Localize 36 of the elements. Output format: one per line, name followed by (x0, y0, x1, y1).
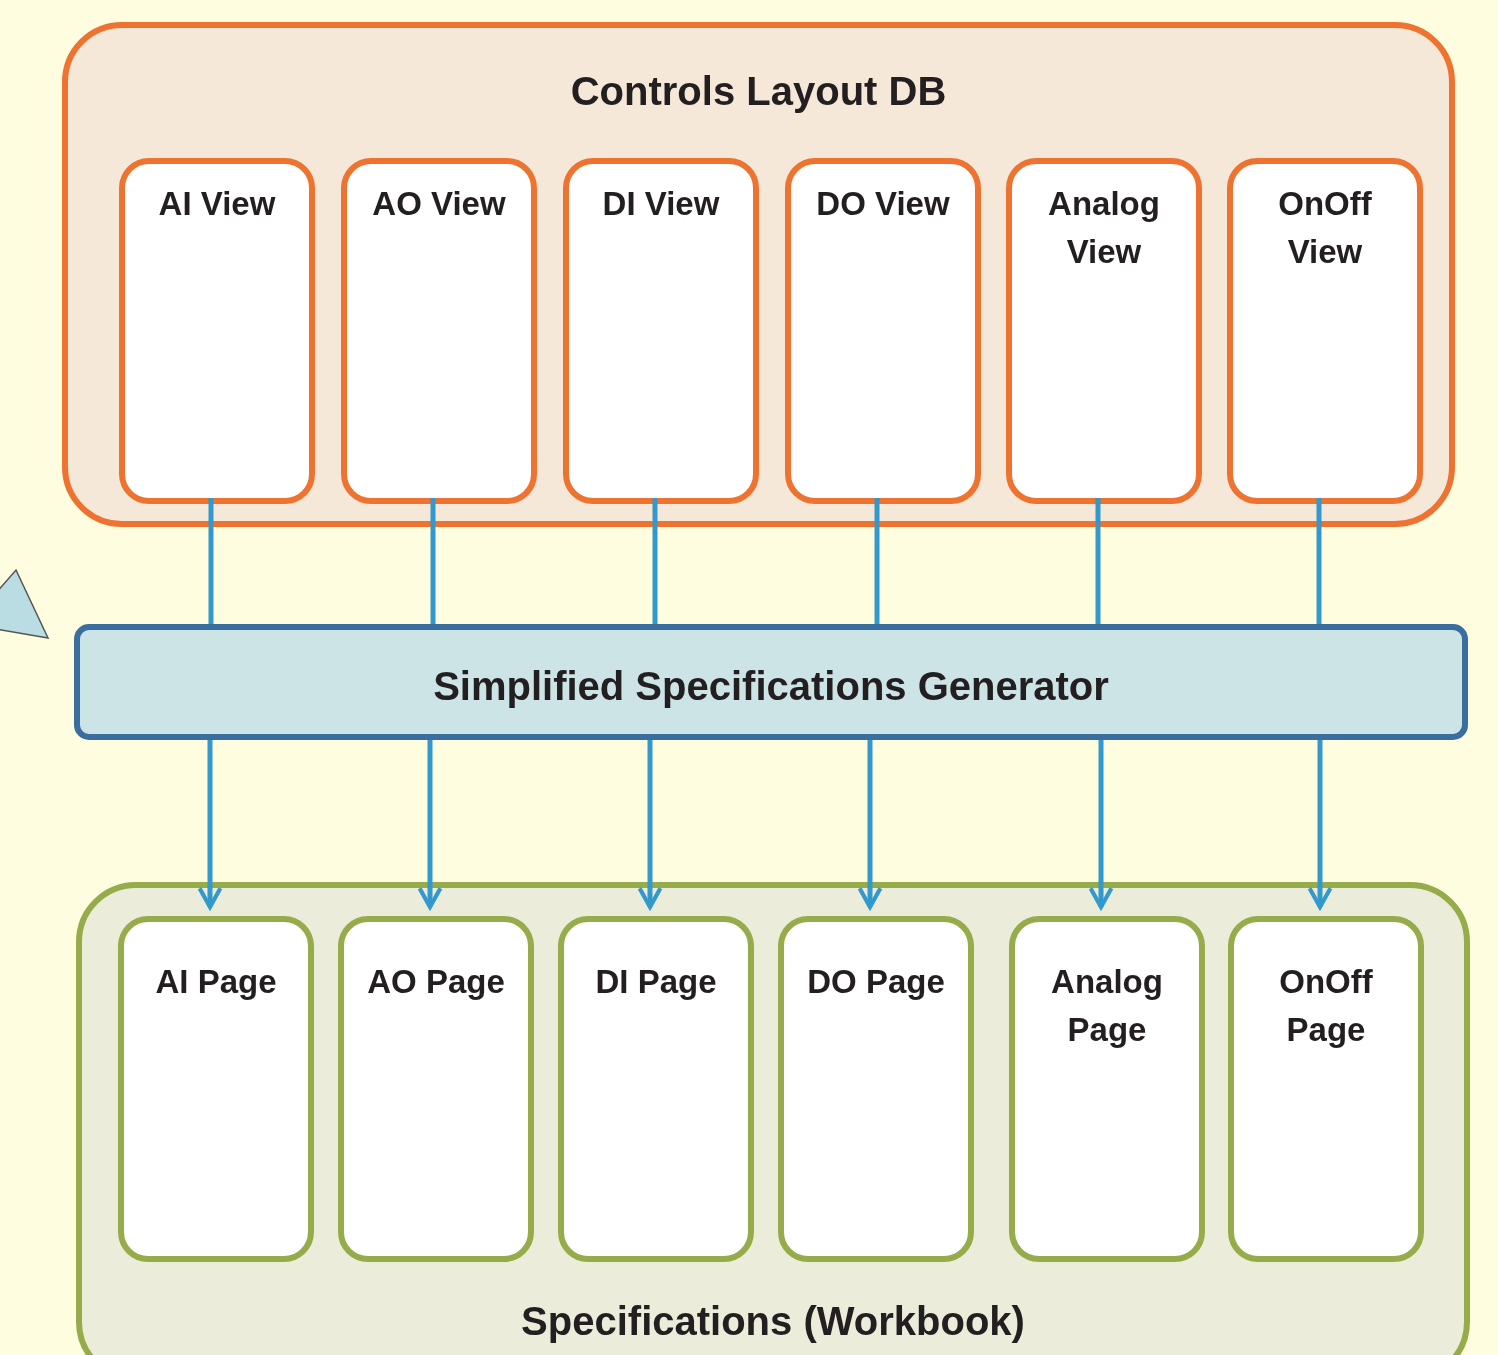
view-box (785, 158, 981, 504)
connector-arrow (637, 740, 663, 910)
workbook-panel (76, 882, 1470, 1355)
box-label: OnOff View (1277, 184, 1373, 272)
connector-arrow (417, 740, 443, 910)
box-label: Analog Page (1050, 962, 1164, 1050)
view-box (1227, 158, 1423, 504)
view-box (563, 158, 759, 504)
view-box (341, 158, 537, 504)
box-label: Analog View (1047, 184, 1161, 272)
page-box (338, 916, 534, 1262)
box-label: DO Page (806, 962, 946, 1002)
generator-box (74, 624, 1468, 740)
database-panel (62, 22, 1455, 527)
panel-title: Controls Layout DB (569, 68, 948, 115)
view-box (1006, 158, 1202, 504)
connector-arrow (1088, 740, 1114, 910)
box-label: AI View (157, 184, 277, 224)
box-label: Simplified Specifications Generator (432, 663, 1110, 710)
panel-title: Specifications (Workbook) (520, 1298, 1026, 1345)
box-label: AO Page (366, 962, 506, 1002)
box-label: DI Page (594, 962, 718, 1002)
page-box (778, 916, 974, 1262)
connector-arrow (857, 740, 883, 910)
page-box (1228, 916, 1424, 1262)
connector-arrow (1307, 740, 1333, 910)
box-label: AO View (371, 184, 507, 224)
box-label: AI Page (154, 962, 278, 1002)
box-label: DI View (601, 184, 721, 224)
view-box (119, 158, 315, 504)
page-box (1009, 916, 1205, 1262)
box-label: DO View (815, 184, 951, 224)
connector-arrow (197, 740, 223, 910)
box-label: OnOff Page (1278, 962, 1374, 1050)
page-box (118, 916, 314, 1262)
page-box (558, 916, 754, 1262)
